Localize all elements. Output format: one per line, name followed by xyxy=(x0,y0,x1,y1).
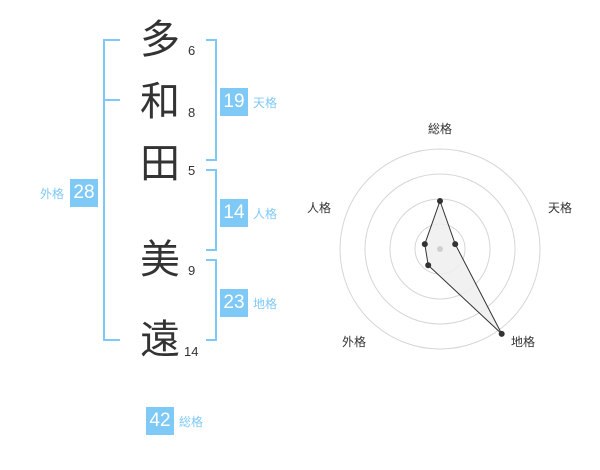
radar-point-1 xyxy=(437,198,443,204)
char-4: 美 xyxy=(140,237,180,283)
char-5-strokes: 14 xyxy=(184,344,199,359)
radar-ring-4 xyxy=(339,148,541,350)
radar-axis-label-tenkaku: 天格 xyxy=(548,201,573,215)
char-3-strokes: 5 xyxy=(188,163,196,178)
char-4-strokes: 9 xyxy=(188,263,196,278)
jinkaku-label: 人格 xyxy=(253,207,278,221)
soukaku-label: 総格 xyxy=(179,415,204,429)
char-2: 和 xyxy=(140,79,180,125)
radar-axis-label-gaikaku: 外格 xyxy=(342,335,367,349)
chikaku-label: 地格 xyxy=(253,297,278,311)
jinkaku-value: 14 xyxy=(220,199,248,227)
radar-ring-3 xyxy=(364,173,516,325)
tenkaku-bracket xyxy=(206,39,217,161)
radar-axis-label-chikaku: 地格 xyxy=(511,335,536,349)
radar-point-4 xyxy=(425,262,432,269)
radar-point-2 xyxy=(452,241,459,248)
chikaku-value: 23 xyxy=(220,289,248,317)
char-3: 田 xyxy=(140,141,180,187)
tenkaku-label: 天格 xyxy=(253,96,278,110)
jinkaku-bracket xyxy=(206,169,217,251)
gaikaku-label: 外格 xyxy=(40,187,65,201)
chikaku-bracket xyxy=(206,259,217,341)
radar-point-3 xyxy=(498,330,505,337)
radar-point-5 xyxy=(421,241,428,248)
tenkaku-value: 19 xyxy=(220,88,248,116)
radar-series-polygon xyxy=(424,199,503,335)
radar-axis-label-jinkaku: 人格 xyxy=(307,201,332,215)
char-2-strokes: 8 xyxy=(188,105,196,120)
gaikaku-value: 28 xyxy=(70,179,98,207)
radar-center-dot xyxy=(437,246,443,252)
soukaku-value: 42 xyxy=(146,407,174,435)
char-1-strokes: 6 xyxy=(188,43,196,58)
char-1: 多 xyxy=(140,17,180,63)
char-5: 遠 xyxy=(140,317,180,363)
gaikaku-bracket xyxy=(103,39,120,341)
radar-axis-label-soukaku: 総格 xyxy=(428,122,453,136)
